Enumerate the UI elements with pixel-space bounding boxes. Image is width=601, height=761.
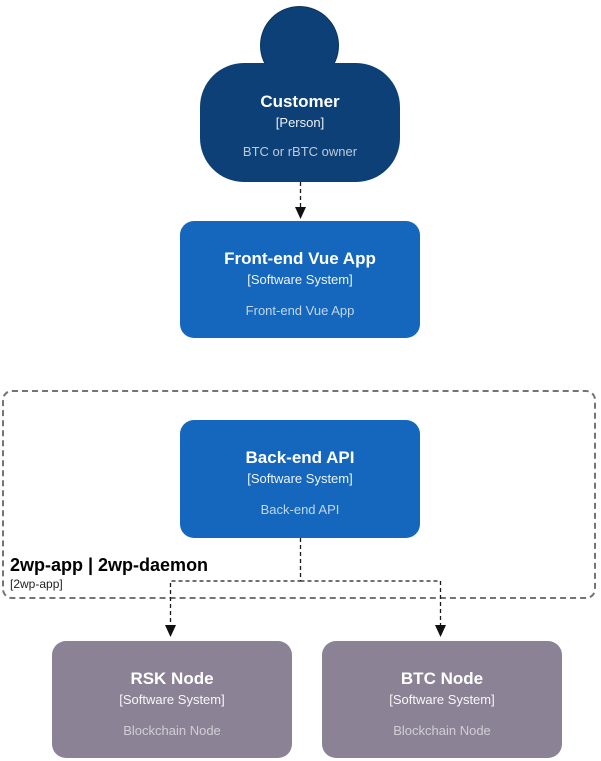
node-description: BTC or rBTC owner xyxy=(242,144,358,159)
node-title: Front-end Vue App xyxy=(224,249,376,268)
node-title: Back-end API xyxy=(245,448,355,467)
node-meta: [Software System] xyxy=(247,272,353,287)
node-title: RSK Node xyxy=(130,669,214,688)
boundary-meta: [2wp-app] xyxy=(10,577,63,591)
arrow-down-icon xyxy=(165,625,176,637)
node-description: Blockchain Node xyxy=(393,723,491,738)
edge-customer-to-frontend xyxy=(295,182,306,219)
node-frontend-vue-app[interactable]: Front-end Vue App [Software System] Fron… xyxy=(180,221,420,338)
node-customer[interactable]: Customer [Person] BTC or rBTC owner xyxy=(200,6,400,182)
node-meta: [Software System] xyxy=(389,692,495,707)
node-description: Back-end API xyxy=(260,502,340,517)
node-title: BTC Node xyxy=(400,669,484,688)
node-rsk-node[interactable]: RSK Node [Software System] Blockchain No… xyxy=(52,641,292,758)
arrow-down-icon xyxy=(295,207,306,219)
boundary-title: 2wp-app | 2wp-daemon xyxy=(10,555,209,575)
node-description: Blockchain Node xyxy=(123,723,221,738)
boundary-label: 2wp-app | 2wp-daemon [2wp-app] xyxy=(10,554,208,591)
node-btc-node[interactable]: BTC Node [Software System] Blockchain No… xyxy=(322,641,562,758)
person-body: Customer [Person] BTC or rBTC owner xyxy=(200,63,400,182)
node-meta: [Person] xyxy=(275,115,325,130)
node-description: Front-end Vue App xyxy=(245,303,355,318)
node-meta: [Software System] xyxy=(247,471,353,486)
arrow-down-icon xyxy=(435,625,446,637)
node-title: Customer xyxy=(260,92,340,111)
node-backend-api[interactable]: Back-end API [Software System] Back-end … xyxy=(180,420,420,538)
node-meta: [Software System] xyxy=(119,692,225,707)
